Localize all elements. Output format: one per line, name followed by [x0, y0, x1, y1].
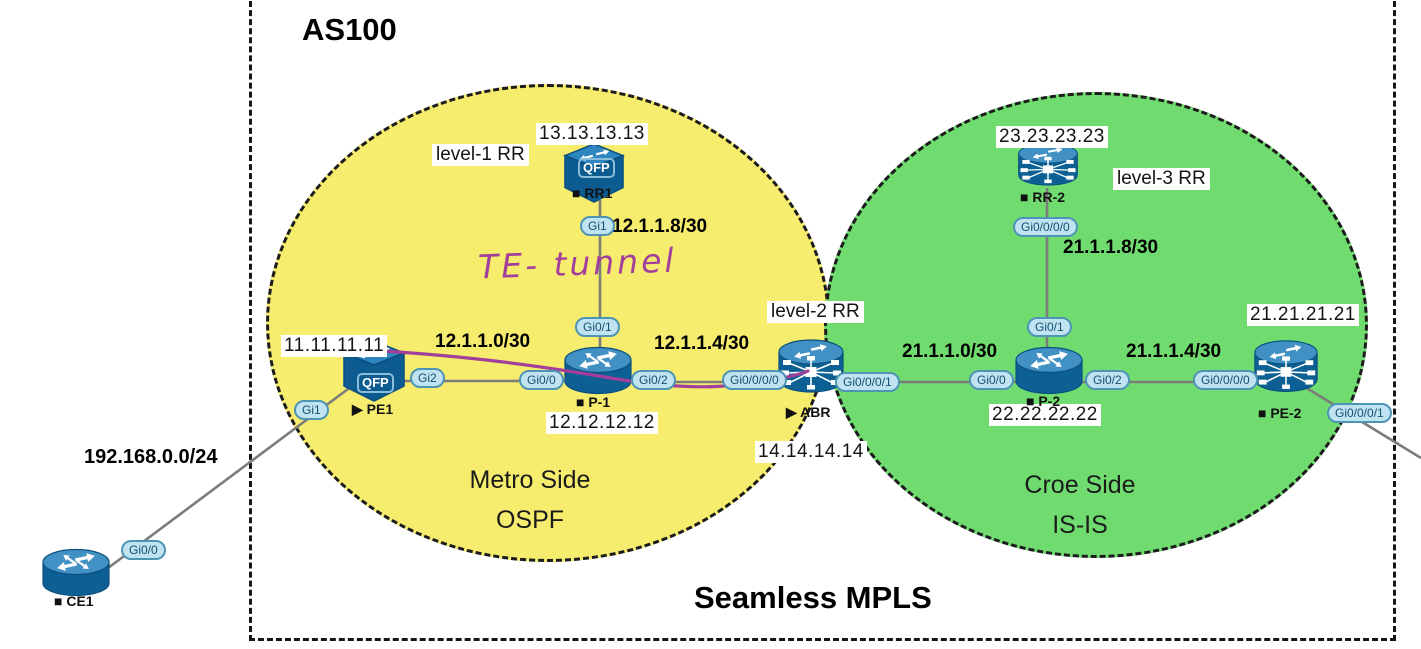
subnet-ce1-pe1: 192.168.0.0/24 — [84, 446, 218, 468]
p2-gi0-1-badge: Gi0/1 — [1027, 317, 1072, 337]
p2-gi0-0-badge: Gi0/0 — [969, 370, 1014, 390]
metro-region-name: Metro Side — [469, 466, 591, 494]
p1-gi0-2-badge: Gi0/2 — [631, 370, 676, 390]
subnet-abr-p2: 21.1.1.0/30 — [902, 341, 998, 362]
p2-gi0-2-badge: Gi0/2 — [1085, 370, 1130, 390]
metro-region-protocol: OSPF — [495, 506, 565, 534]
rr2-loopback-label: 23.23.23.23 — [996, 126, 1108, 148]
pe2-gi0-0-0-1-badge: Gi0/0/0/1 — [1327, 403, 1392, 423]
rr2-router-icon — [1015, 141, 1081, 193]
p2-loopback-label: 22.22.22.22 — [989, 404, 1101, 426]
rr2-role-label: level-3 RR — [1113, 168, 1210, 190]
p1-name-label: ■ P-1 — [576, 394, 611, 410]
abr-loopback-label: 14.14.14.14 — [755, 441, 867, 463]
metro-ospf-region — [266, 84, 830, 562]
abr-role-label: level-2 RR — [767, 301, 864, 323]
ce1-gi0-0-badge: Gi0/0 — [121, 540, 166, 560]
pe2-router-icon — [1251, 336, 1321, 402]
subnet-p1-abr: 12.1.1.4/30 — [654, 333, 750, 354]
pe1-gi1-badge: Gi1 — [294, 400, 329, 420]
abr-name-label: ▶ ABR — [786, 404, 831, 420]
rr1-loopback-label: 13.13.13.13 — [536, 123, 648, 145]
core-region-caption: Croe Side IS-IS — [980, 465, 1180, 545]
p1-gi0-1-badge: Gi0/1 — [575, 317, 620, 337]
rr1-gi1-badge: Gi1 — [580, 216, 615, 236]
subnet-pe1-p1: 12.1.1.0/30 — [435, 331, 531, 352]
rr2-name-label: ■ RR-2 — [1020, 189, 1066, 205]
core-region-protocol: IS-IS — [1052, 511, 1108, 539]
abr-gi0-0-0-0-badge: Gi0/0/0/0 — [722, 370, 787, 390]
p2-router-icon — [1013, 344, 1085, 396]
pe2-gi0-0-0-0-badge: Gi0/0/0/0 — [1193, 370, 1258, 390]
p1-loopback-label: 12.12.12.12 — [546, 412, 658, 434]
seamless-mpls-title: Seamless MPLS — [694, 580, 932, 615]
subnet-p1-rr1: 12.1.1.8/30 — [612, 216, 708, 237]
ce1-name-label: ■ CE1 — [54, 593, 94, 609]
as100-boundary — [249, 0, 1396, 641]
abr-router-icon — [775, 336, 847, 402]
rr1-role-label: level-1 RR — [432, 144, 529, 166]
rr1-name-label: ■ RR1 — [572, 185, 613, 201]
pe2-loopback-label: 21.21.21.21 — [1247, 304, 1359, 326]
core-region-name: Croe Side — [1024, 471, 1136, 499]
te-tunnel-annotation: TE- tunnel — [477, 240, 678, 287]
pe2-name-label: ■ PE-2 — [1258, 405, 1302, 421]
p1-gi0-0-badge: Gi0/0 — [519, 370, 564, 390]
p2-name-label: ■ P-2 — [1026, 393, 1061, 409]
subnet-p2-rr2: 21.1.1.8/30 — [1063, 237, 1159, 258]
rr2-gi0-0-0-0-badge: Gi0/0/0/0 — [1013, 217, 1078, 237]
metro-region-caption: Metro Side OSPF — [430, 460, 630, 540]
as100-title: AS100 — [302, 12, 397, 47]
subnet-p2-pe2: 21.1.1.4/30 — [1126, 341, 1222, 362]
pe1-name-label: ▶ PE1 — [352, 401, 394, 417]
pe1-gi2-badge: Gi2 — [410, 368, 445, 388]
ce1-router-icon — [40, 546, 112, 598]
p1-router-icon — [562, 344, 634, 396]
pe1-qfp-chip-label: QFP — [357, 373, 394, 393]
abr-gi0-0-0-1-badge: Gi0/0/0/1 — [835, 372, 900, 392]
rr1-qfp-chip-label: QFP — [578, 158, 615, 178]
pe1-loopback-label: 11.11.11.11 — [281, 335, 388, 357]
